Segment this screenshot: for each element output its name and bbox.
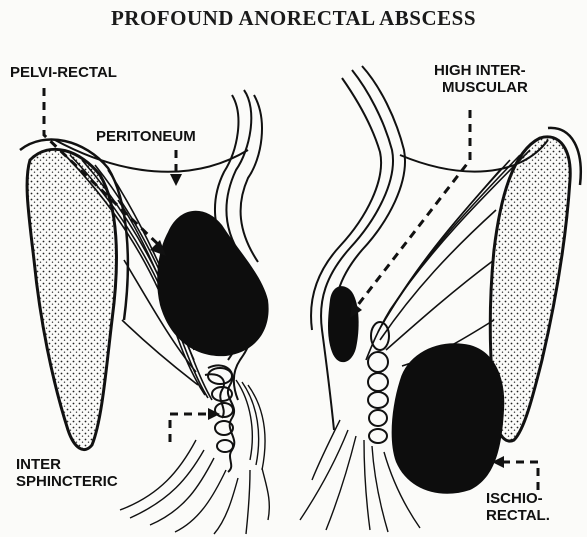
- right-internal-sphincter: [368, 322, 389, 443]
- inter-sphincteric-leader: [170, 414, 212, 442]
- label-pelvi-rectal-text: PELVI-RECTAL: [10, 64, 117, 81]
- high-intermuscular-abscess: [328, 286, 359, 362]
- label-high-intermuscular: HIGH INTER- MUSCULAR: [434, 62, 528, 96]
- label-inter-sphincteric: INTER SPHINCTERIC: [16, 456, 118, 490]
- label-inter-sphincteric-line1: INTER: [16, 456, 118, 473]
- label-ischiorectal-line1: ISCHIO-: [486, 490, 550, 507]
- label-inter-sphincteric-line2: SPHINCTERIC: [16, 473, 118, 490]
- pelvi-rectal-abscess: [157, 211, 268, 356]
- label-pelvi-rectal: PELVI-RECTAL: [10, 64, 117, 81]
- label-peritoneum-text: PERITONEUM: [96, 128, 196, 145]
- ischiorectal-leader: [500, 462, 538, 490]
- right-rectal-wall: [311, 66, 405, 430]
- label-ischiorectal: ISCHIO- RECTAL.: [486, 490, 550, 524]
- label-peritoneum: PERITONEUM: [96, 128, 196, 145]
- label-ischiorectal-line2: RECTAL.: [486, 507, 550, 524]
- label-high-intermuscular-line1: HIGH INTER-: [434, 62, 528, 79]
- left-external-sphincter: [120, 380, 269, 534]
- label-high-intermuscular-line2: MUSCULAR: [434, 79, 528, 96]
- ischiorectal-abscess: [392, 343, 505, 494]
